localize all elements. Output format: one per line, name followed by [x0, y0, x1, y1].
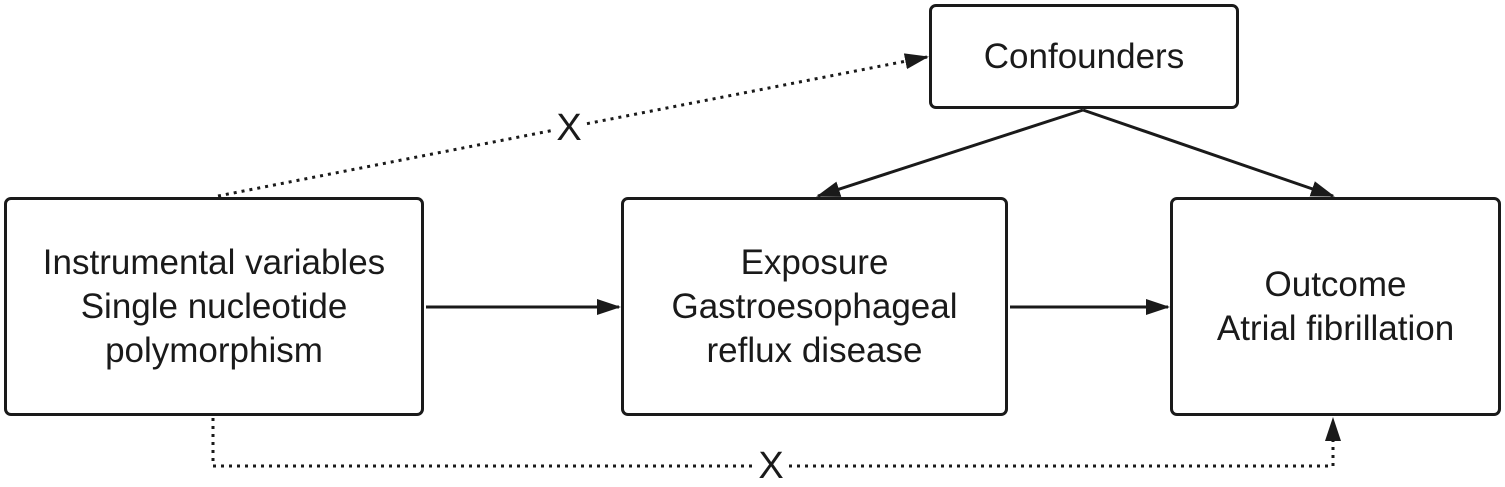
- node-outcome-line-2: Atrial fibrillation: [1216, 308, 1455, 348]
- node-iv-line-1: Instrumental variables: [42, 242, 386, 282]
- node-confounders: Confounders: [929, 4, 1239, 109]
- edge-confounders-to-exposure: [816, 108, 1084, 198]
- node-exposure-line-1: Exposure: [740, 242, 889, 282]
- node-iv-line-2: Single nucleotide: [80, 286, 348, 326]
- node-instrumental-variables: Instrumental variables Single nucleotide…: [4, 197, 424, 416]
- node-confounders-line: Confounders: [983, 36, 1185, 76]
- node-iv-line-3: polymorphism: [105, 330, 323, 370]
- edge-label-x-bottom: X: [755, 447, 787, 485]
- node-outcome: Outcome Atrial fibrillation: [1170, 197, 1501, 416]
- edge-confounders-to-outcome: [1082, 108, 1335, 198]
- node-exposure-line-2: Gastroesophageal: [671, 286, 958, 326]
- node-outcome-line-1: Outcome: [1264, 264, 1407, 304]
- node-exposure-line-3: reflux disease: [706, 330, 923, 370]
- edge-label-x-top: X: [553, 109, 585, 147]
- node-exposure: Exposure Gastroesophageal reflux disease: [621, 197, 1008, 416]
